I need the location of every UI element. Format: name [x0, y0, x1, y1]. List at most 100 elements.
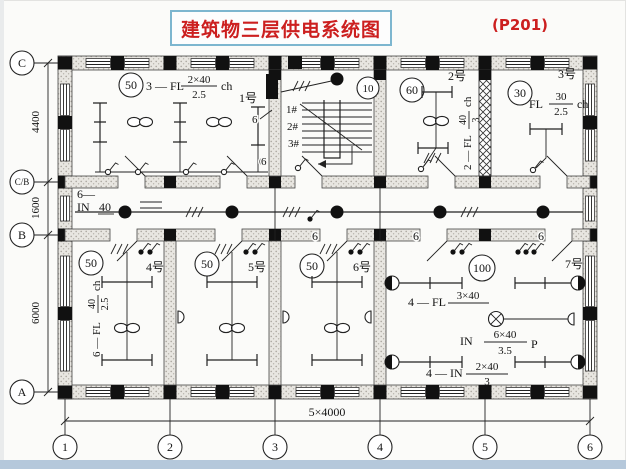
room7-name: 7号 [565, 257, 583, 271]
grid-col-2: 2 [167, 440, 173, 454]
room2-riser-spec: 2 — FL 40 3 ch [458, 96, 482, 170]
switch-icon [356, 243, 371, 256]
wall-window [229, 58, 255, 68]
grid-labels: C C/B B A 4400 1600 6000 1 2 3 4 5 6 5×4… [9, 50, 603, 460]
window-glazing [63, 320, 67, 371]
room1-unit: ch [221, 79, 232, 93]
window-glazing [439, 61, 464, 65]
grid-row-b: B [18, 228, 26, 242]
room-1: 50 3 — FL 2×40 2.5 ch 1号 6 [93, 72, 268, 176]
wall-column [268, 56, 282, 70]
riser-3: 3# [288, 138, 300, 150]
door-swing [221, 240, 243, 262]
wall-band [373, 240, 387, 386]
dim-4400: 4400 [30, 111, 42, 134]
room6-name: 6号 [353, 260, 371, 274]
corridor-feeder-size: 40 [99, 200, 111, 214]
window-glazing [63, 196, 67, 221]
window-glazing [334, 61, 359, 65]
wall-window [505, 387, 531, 397]
wall-column [426, 385, 439, 399]
wall-window [124, 58, 150, 68]
wire-count: 6 [413, 229, 419, 243]
stairs-icon [299, 100, 372, 168]
window-glazing [229, 61, 254, 65]
wall-column [164, 176, 176, 188]
switch-icon [251, 243, 266, 256]
grid-col-5: 5 [482, 440, 488, 454]
room1-load: 50 [125, 78, 137, 92]
wall-column [268, 385, 282, 399]
ceiling-lamp-icon [330, 205, 344, 219]
room7-fl-num: 3×40 [457, 290, 480, 302]
room3-name: 3号 [558, 67, 576, 81]
wall-column [478, 56, 492, 70]
wall-column [583, 56, 597, 70]
ceiling-fan-icon [126, 116, 154, 128]
room2-unit: ch [462, 96, 474, 107]
room6-load: 50 [306, 259, 318, 273]
room7-in1-circuit: IN [460, 334, 473, 348]
room2-den: 3 [471, 118, 482, 123]
wall-column [583, 385, 597, 399]
wall-column [583, 307, 597, 320]
wall-column [373, 385, 387, 399]
room3-num: 30 [556, 91, 568, 103]
room3-circuit: FL [529, 97, 543, 111]
wall-column [531, 56, 544, 70]
grid-col-3: 3 [272, 440, 278, 454]
ceiling-lamp-icon [536, 205, 550, 219]
wall-column [269, 176, 281, 188]
wall-column [321, 385, 334, 399]
wall-band [571, 228, 591, 242]
room1-den: 2.5 [192, 89, 206, 101]
wall-window [439, 58, 465, 68]
room-7: 100 7号 4 — FL 3×40 IN 6×40 3.5 P 4 — IN … [384, 243, 586, 388]
wall-window [190, 387, 216, 397]
lamp-icon [417, 142, 449, 154]
wall-column [373, 56, 387, 70]
window-glazing [401, 61, 426, 65]
wall-band [64, 175, 119, 189]
distribution-box-icon [266, 74, 278, 99]
wall-band [454, 175, 541, 189]
window-glazing [63, 129, 67, 161]
wall-column [216, 385, 229, 399]
wall-window [544, 387, 570, 397]
wall-column [163, 56, 177, 70]
wire-hatch-icon [319, 243, 338, 255]
room7-fl-circuit: 4 — FL [408, 295, 446, 309]
room4-circuit: 6 — FL [91, 322, 103, 357]
corridor-feeder-type: IN [77, 200, 90, 214]
wall-window [505, 58, 531, 68]
room3-den: 2.5 [554, 106, 568, 118]
door-swing [551, 240, 573, 262]
wire-hatch-icon [460, 206, 479, 218]
wall-column [58, 385, 72, 399]
room2-num: 40 [458, 115, 469, 125]
grid-col-1: 1 [62, 440, 68, 454]
window-glazing [191, 61, 216, 65]
page-ref: (P201) [492, 16, 549, 34]
wall-lamp-icon [384, 354, 400, 370]
window-glazing [506, 61, 531, 65]
wall-column [163, 385, 177, 399]
wall-window [400, 387, 426, 397]
wall-window [60, 195, 70, 222]
switch-icon [458, 243, 473, 256]
wall-lamp-icon [570, 354, 586, 370]
room-5: 50 5号 [177, 243, 266, 366]
wall-column [58, 307, 72, 320]
door-swing [546, 155, 568, 177]
window-glazing [588, 320, 592, 371]
room-3: 30 3号 FL 30 2.5 ch [507, 67, 588, 174]
wall-column [321, 56, 334, 70]
room4-den: 2.5 [100, 298, 111, 311]
switch-icon [530, 243, 545, 256]
wall-window [585, 320, 595, 372]
window-glazing [544, 390, 569, 394]
dim-6000: 6000 [30, 302, 42, 325]
switch-icon [104, 162, 120, 176]
fluorescent-lamp-icon [93, 102, 265, 146]
